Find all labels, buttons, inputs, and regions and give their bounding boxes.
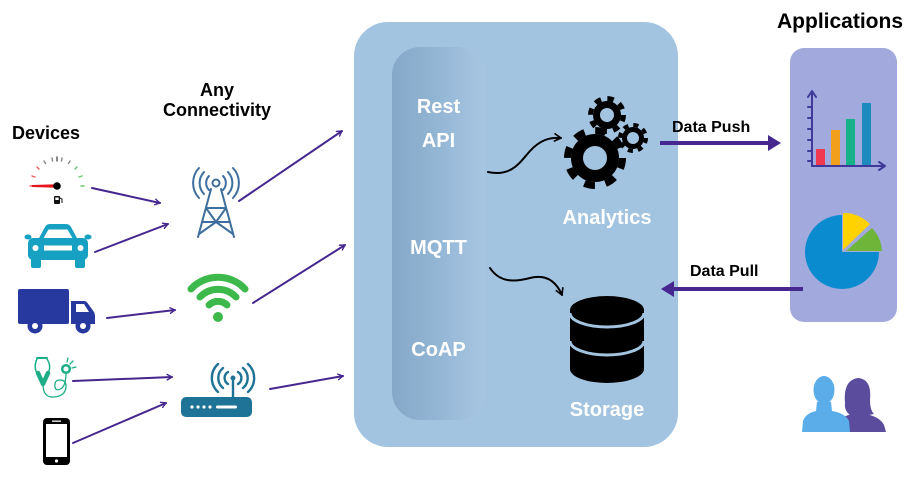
arrow-gauge-to-tower: [91, 187, 161, 206]
arrow-stethoscope-to-router: [72, 373, 173, 382]
bar-2: [831, 130, 840, 165]
protocol-coap: CoAP: [411, 339, 466, 361]
users-icon: [802, 376, 886, 432]
pie-chart-icon: [805, 212, 882, 289]
arrow-mqtt-to-storage: [489, 267, 564, 296]
database-icon: [568, 296, 646, 383]
protocol-rest-line2: API: [421, 130, 456, 152]
bar-chart-icon: [807, 90, 886, 171]
arrow-router-to-platform: [269, 373, 344, 390]
arrow-tower-to-platform: [238, 130, 343, 202]
pie-slice-main: [805, 215, 879, 289]
data-pull-arrow: [661, 281, 803, 297]
arrow-wifi-to-platform: [252, 244, 346, 304]
applications-title: Applications: [777, 10, 904, 33]
fuel-gauge-icon: [29, 156, 85, 204]
bar-4: [862, 103, 871, 165]
data-push-label: Data Push: [672, 119, 751, 136]
protocol-mqtt: MQTT: [410, 237, 467, 259]
connectivity-title-line1: Any: [199, 80, 234, 100]
connectivity-title-line2: Connectivity: [162, 100, 272, 120]
bar-3: [846, 119, 855, 165]
arrow-rest-to-analytics: [487, 133, 562, 174]
pie-slice-yellow: [843, 212, 870, 250]
devices-title: Devices: [12, 123, 81, 143]
smartphone-icon: [43, 418, 70, 465]
analytics-label: Analytics: [562, 207, 652, 229]
storage-label: Storage: [569, 399, 645, 421]
router-icon: [181, 362, 256, 417]
pie-slice-green: [846, 228, 882, 251]
cell-tower-icon: [192, 167, 240, 238]
protocol-rest-line1: Rest: [416, 96, 461, 118]
car-icon: [24, 224, 92, 268]
bar-1: [816, 149, 825, 165]
arrow-car-to-tower: [94, 222, 169, 253]
arrow-phone-to-router: [72, 401, 167, 444]
gears-icon: [564, 96, 648, 189]
stethoscope-icon: [34, 357, 77, 398]
protocol-pillar: [392, 47, 485, 420]
connectivity-title: Any Connectivity: [137, 80, 297, 120]
wifi-icon: [187, 273, 249, 322]
data-push-arrow: [660, 135, 781, 151]
arrow-truck-to-wifi: [106, 307, 176, 319]
truck-icon: [18, 289, 95, 334]
user-man-icon: [802, 376, 850, 432]
data-pull-label: Data Pull: [690, 263, 759, 280]
